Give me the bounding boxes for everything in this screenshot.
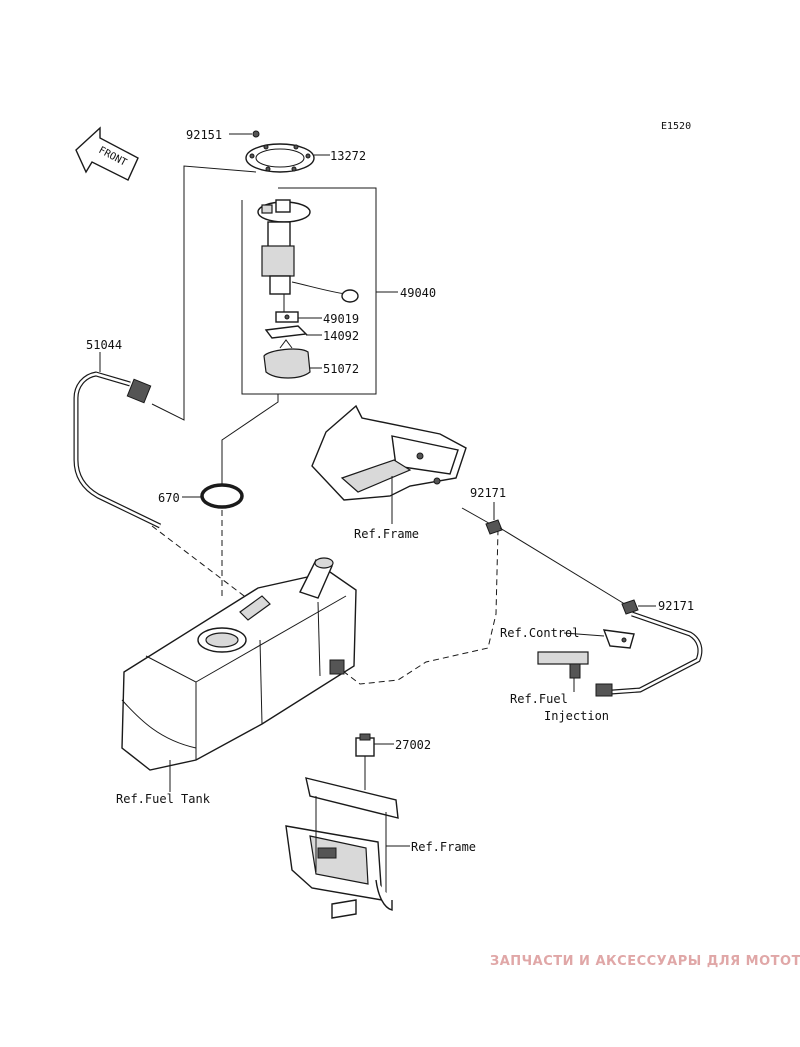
ref-control: Ref.Control: [500, 626, 579, 640]
part-number-92171-a: 92171: [470, 486, 506, 500]
part-number-14092: 14092: [323, 329, 359, 343]
filter-49019: [275, 311, 299, 323]
fuel-hose-51044: [73, 371, 162, 529]
clamp-92171-b: [621, 599, 639, 615]
ref-frame-top: Ref.Frame: [354, 527, 419, 541]
injection-hose: [611, 611, 703, 695]
diagram-code: E1520: [661, 121, 691, 132]
clamp-92171-a: [485, 519, 503, 535]
ref-fuel-injection-line2: Injection: [544, 709, 609, 723]
part-number-51044: 51044: [86, 338, 122, 352]
fuel-tank: [121, 557, 357, 771]
part-number-92151: 92151: [186, 128, 222, 142]
screw-92151: [252, 130, 260, 138]
strainer-51072: [263, 339, 311, 379]
fuel-injection-rail: [537, 651, 613, 697]
switch-27002: [355, 733, 375, 790]
part-number-13272: 13272: [330, 149, 366, 163]
ref-frame-bottom: Ref.Frame: [411, 840, 476, 854]
cover-14092: [264, 325, 308, 339]
o-ring-670: [200, 483, 244, 509]
part-number-51072: 51072: [323, 362, 359, 376]
front-direction-arrow: FRONT: [75, 126, 139, 181]
fuel-pump-assembly-49040: [257, 199, 359, 314]
control-bracket: [602, 629, 635, 649]
frame-top: [311, 404, 467, 501]
part-number-49040: 49040: [400, 286, 436, 300]
watermark-tagline: ЗАПЧАСТИ И АКСЕССУАРЫ ДЛЯ МОТОТЕХНИКИ: [490, 954, 800, 969]
retainer-plate-13272: [245, 143, 315, 173]
ref-fuel-injection-line1: Ref.Fuel: [510, 692, 568, 706]
part-number-27002: 27002: [395, 738, 431, 752]
frame-bottom: [285, 777, 399, 919]
part-number-49019: 49019: [323, 312, 359, 326]
part-number-670: 670: [158, 491, 180, 505]
ref-fuel-tank: Ref.Fuel Tank: [116, 792, 211, 806]
part-number-92171-b: 92171: [658, 599, 694, 613]
